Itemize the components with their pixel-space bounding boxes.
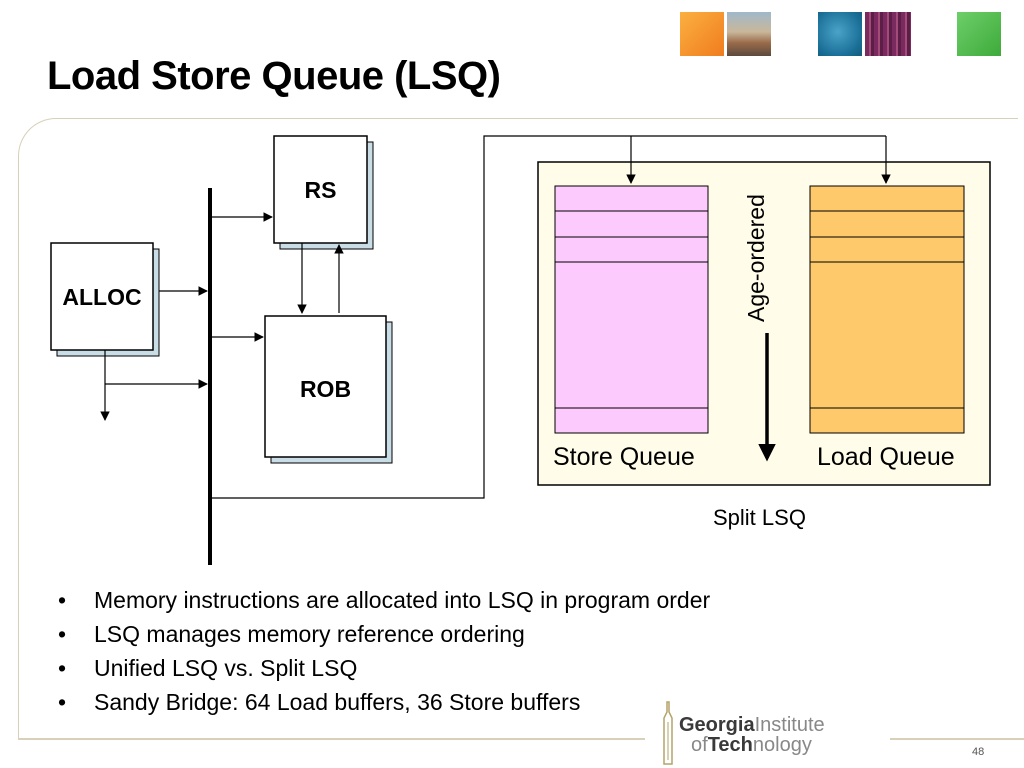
orange-thumbnail <box>680 12 724 56</box>
bullet-item: Memory instructions are allocated into L… <box>56 583 710 617</box>
load-queue-table <box>809 185 965 434</box>
bullet-item: LSQ manages memory reference ordering <box>56 617 710 651</box>
content-panel <box>18 118 1018 740</box>
green-thumbnail <box>957 12 1001 56</box>
logo-georgia: Georgia <box>679 714 755 736</box>
rob-box <box>264 315 393 464</box>
bullet-item: Sandy Bridge: 64 Load buffers, 36 Store … <box>56 685 710 719</box>
logo-institute: Institute <box>754 714 825 736</box>
store-queue-label: Store Queue <box>553 443 695 471</box>
bullet-list: Memory instructions are allocated into L… <box>56 583 710 719</box>
alloc-label: ALLOC <box>62 284 142 310</box>
age-ordered-label: Age-ordered <box>743 194 769 322</box>
rs-box <box>273 135 374 250</box>
panel-bottom-rule <box>18 738 1024 740</box>
logo-of: of <box>691 734 708 756</box>
slide-title: Load Store Queue (LSQ) <box>47 54 501 98</box>
building-photo-thumbnail <box>727 12 771 56</box>
rob-label: ROB <box>299 376 352 402</box>
circuit-photo-thumbnail <box>865 12 911 56</box>
logo-nology: nology <box>752 734 812 756</box>
georgia-tech-logo: GeorgiaInstitute ofTechnology <box>645 698 890 768</box>
alloc-box <box>50 242 160 357</box>
blue-thumbnail <box>818 12 862 56</box>
logo-tech: Tech <box>707 734 753 756</box>
page-number: 48 <box>972 746 985 758</box>
split-lsq-label: Split LSQ <box>713 505 806 530</box>
bus-to-lsq-line <box>212 135 886 499</box>
bullet-item: Unified LSQ vs. Split LSQ <box>56 651 710 685</box>
rs-label: RS <box>304 177 337 203</box>
store-queue-table <box>554 185 709 434</box>
load-queue-label: Load Queue <box>817 443 955 471</box>
tech-tower-icon <box>663 701 673 765</box>
